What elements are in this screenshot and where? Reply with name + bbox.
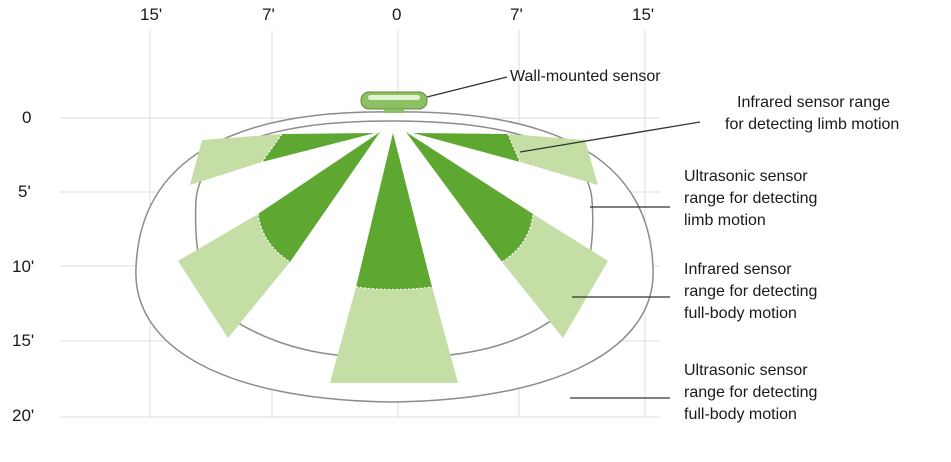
ir-limb-zone-2	[258, 132, 380, 262]
label-ir-body-line-2: range for detecting	[684, 283, 818, 300]
boundary-2	[257, 213, 291, 263]
sensor-base	[384, 109, 404, 113]
leader-wall-sensor	[426, 76, 508, 98]
axis-left-label-15: 15'	[12, 331, 35, 350]
ir-fullbody-zone-5	[508, 134, 598, 185]
wall-mounted-sensor	[360, 91, 428, 113]
label-ir-limb-line-1: Infrared sensor range	[737, 94, 890, 111]
label-us-limb-line-3: limb motion	[684, 212, 766, 229]
label-us-limb-line-2: range for detecting	[684, 190, 818, 207]
label-us-body-line-3: full-body motion	[684, 406, 797, 423]
ir-limb-zone-1	[262, 133, 375, 162]
label-us-body-line-2: range for detecting	[684, 384, 818, 401]
axis-left-label-20: 20'	[12, 406, 35, 425]
axis-left-label-10: 10'	[12, 257, 35, 276]
axis-top-label-7-left: 7'	[262, 5, 275, 24]
leader-lines	[426, 76, 701, 399]
leader-ir-limb	[519, 121, 701, 153]
boundary-4	[501, 213, 534, 263]
axis-top-label-7-right: 7'	[510, 5, 523, 24]
label-ir-body: Infrared sensor range for detecting full…	[684, 259, 817, 325]
boundary-3	[355, 286, 433, 291]
sensor-highlight	[368, 95, 420, 100]
ir-fullbody-zone-1	[190, 134, 282, 185]
ir-limb-zone-3	[356, 133, 432, 290]
label-us-limb-line-1: Ultrasonic sensor	[684, 168, 808, 185]
ir-fullbody-zone-2	[178, 214, 290, 338]
infrared-limb-zones	[258, 132, 533, 290]
label-ir-limb: Infrared sensor range for detecting limb…	[725, 92, 899, 136]
axis-top-label-15-left: 15'	[140, 5, 163, 24]
axis-top-label-15-right: 15'	[632, 5, 655, 24]
sensor-body	[360, 91, 428, 110]
label-ir-body-line-1: Infrared sensor	[684, 261, 792, 278]
boundary-5	[507, 133, 521, 163]
label-us-limb: Ultrasonic sensor range for detecting li…	[684, 166, 817, 232]
label-ir-limb-line-2: for detecting limb motion	[725, 116, 900, 133]
zone-boundaries	[257, 133, 534, 291]
ir-fullbody-zone-3	[330, 287, 458, 383]
infrared-fullbody-zones	[178, 134, 608, 383]
ir-limb-zone-4	[406, 132, 533, 262]
label-ir-body-line-3: full-body motion	[684, 305, 797, 322]
axis-left-label-0: 0	[22, 108, 32, 127]
label-wall-sensor: Wall-mounted sensor	[510, 68, 661, 85]
ir-fullbody-zone-4	[502, 214, 608, 338]
label-us-body-line-1: Ultrasonic sensor	[684, 362, 808, 379]
boundary-1	[261, 133, 283, 163]
axis-left-label-5: 5'	[18, 182, 31, 201]
axis-top-label-0: 0	[392, 5, 402, 24]
label-us-body: Ultrasonic sensor range for detecting fu…	[684, 360, 817, 426]
ir-limb-zone-5	[413, 133, 520, 162]
